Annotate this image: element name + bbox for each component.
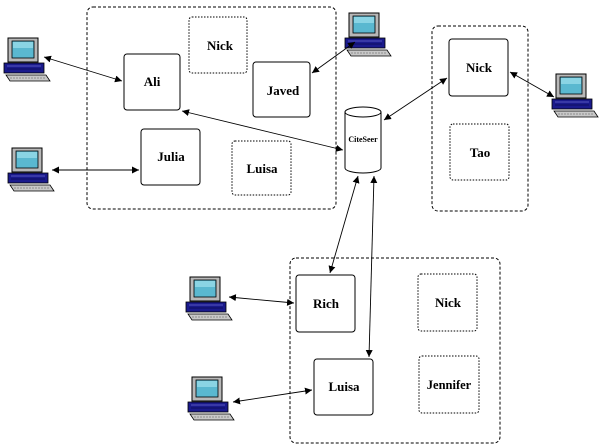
- user-node-rich: Rich: [295, 274, 356, 333]
- user-node-luisa-inactive: Luisa: [231, 140, 292, 196]
- user-label: Ali: [144, 74, 161, 89]
- user-node-ali: Ali: [123, 53, 181, 111]
- user-node-javed: Javed: [252, 61, 311, 118]
- link-rich-computer: [228, 294, 295, 306]
- user-label: Jennifer: [427, 378, 472, 392]
- user-label: Julia: [157, 149, 185, 164]
- user-label: Luisa: [328, 379, 360, 394]
- computer-icon: [344, 12, 392, 57]
- link-ali-citeseer: [181, 109, 344, 152]
- link-javed-computer: [311, 41, 356, 74]
- user-label: Tao: [470, 145, 490, 160]
- link-citeseer-rich: [328, 175, 360, 274]
- computer-icon: [3, 37, 51, 82]
- computer-icon: [551, 73, 599, 118]
- user-node-nick: Nick: [448, 38, 509, 97]
- user-node-jennifer-inactive: Jennifer: [418, 355, 480, 414]
- user-node-luisa: Luisa: [313, 358, 374, 416]
- user-node-nick-inactive: Nick: [417, 273, 478, 332]
- link-citeseer-luisa: [365, 175, 378, 358]
- user-label: Nick: [435, 295, 462, 310]
- group-top-left: [86, 6, 337, 210]
- link-citeseer-nick: [383, 77, 448, 121]
- server-label: CiteSeer: [348, 135, 378, 144]
- computer-icon: [185, 276, 233, 321]
- link-luisa-computer: [232, 387, 313, 405]
- citeseer-server-icon: CiteSeer: [344, 106, 382, 174]
- computer-icon: [187, 376, 235, 421]
- user-node-nick-inactive: Nick: [188, 16, 248, 74]
- link-nick-computer: [509, 71, 555, 98]
- link-ali-computer: [43, 55, 123, 83]
- user-label: Rich: [313, 296, 340, 311]
- computer-icon: [7, 147, 55, 192]
- user-node-julia: Julia: [140, 128, 201, 186]
- user-label: Nick: [466, 60, 493, 75]
- user-label: Javed: [267, 83, 300, 98]
- user-label: Nick: [207, 38, 234, 53]
- user-node-tao-inactive: Tao: [449, 123, 510, 181]
- user-label: Luisa: [246, 161, 278, 176]
